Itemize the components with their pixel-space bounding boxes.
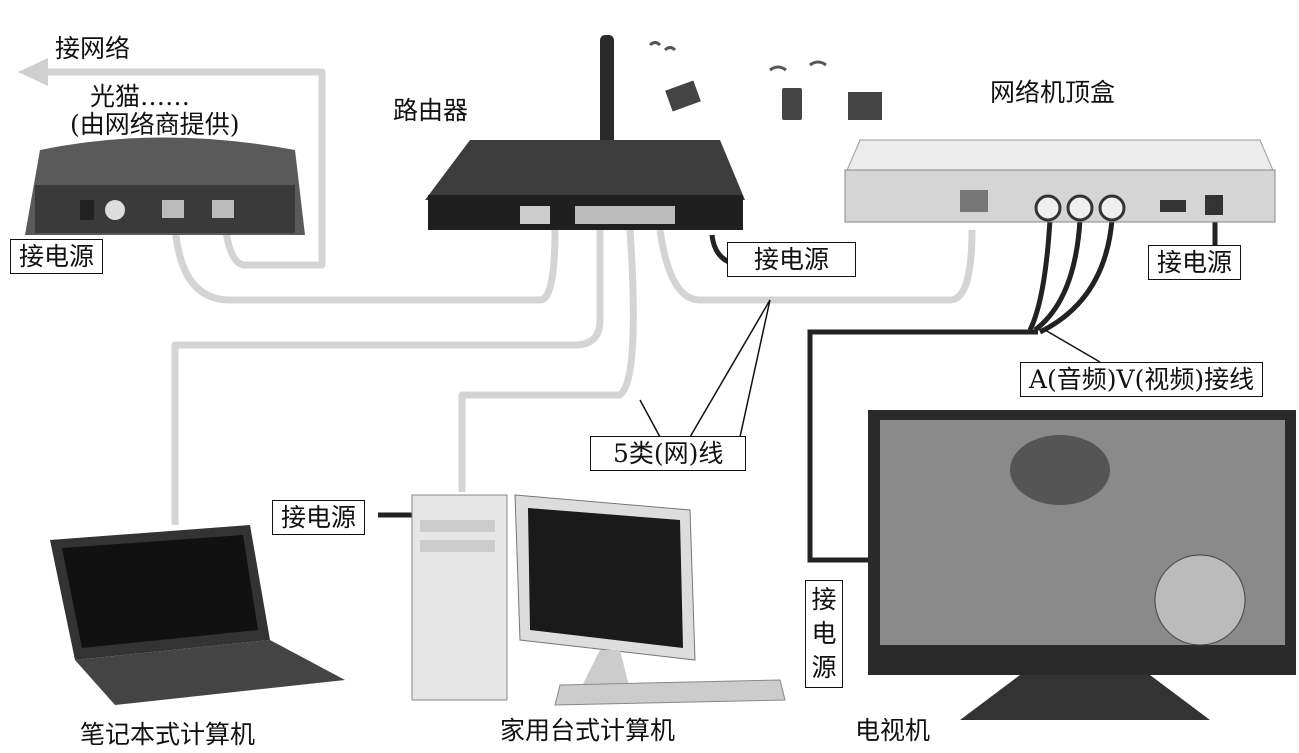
av-cable-callout: A(音频)V(视频)接线 [1020,362,1264,397]
network-cables [40,68,976,525]
arrow-left-icon [18,58,48,86]
wireless-devices [648,41,882,120]
desktop-computer [411,494,786,706]
tv-power-char: 接 [811,585,837,614]
desktop-power-callout: 接电源 [272,500,366,535]
desktop-label: 家用台式计算机 [500,716,676,745]
laptop [50,525,345,705]
router-power-callout: 接电源 [727,242,857,277]
settop-cable [656,229,976,304]
internet-label: 接网络 [55,34,131,63]
router [425,35,745,230]
laptop-label: 笔记本式计算机 [80,720,256,749]
optical-modem [25,137,305,235]
tv-power-callout: 接 电 源 [805,580,843,688]
modem-power-callout: 接电源 [10,239,104,274]
modem-label: 光猫…… [90,82,191,111]
tv-label: 电视机 [855,716,931,745]
router-label: 路由器 [393,96,469,125]
set-top-box [844,139,1276,223]
settop-power-callout: 接电源 [1148,245,1242,280]
cat5-cable-callout: 5类(网)线 [590,436,747,471]
settop-label: 网络机顶盒 [990,78,1116,107]
internet-cable [40,68,326,269]
laptop-cable [171,230,604,525]
desktop-cable [458,229,637,492]
tv-power-char: 源 [811,653,837,682]
tv-power-char: 电 [811,619,837,648]
modem-note: (由网络商提供) [70,110,240,139]
modem-router-cable [171,224,559,304]
television [868,410,1296,720]
